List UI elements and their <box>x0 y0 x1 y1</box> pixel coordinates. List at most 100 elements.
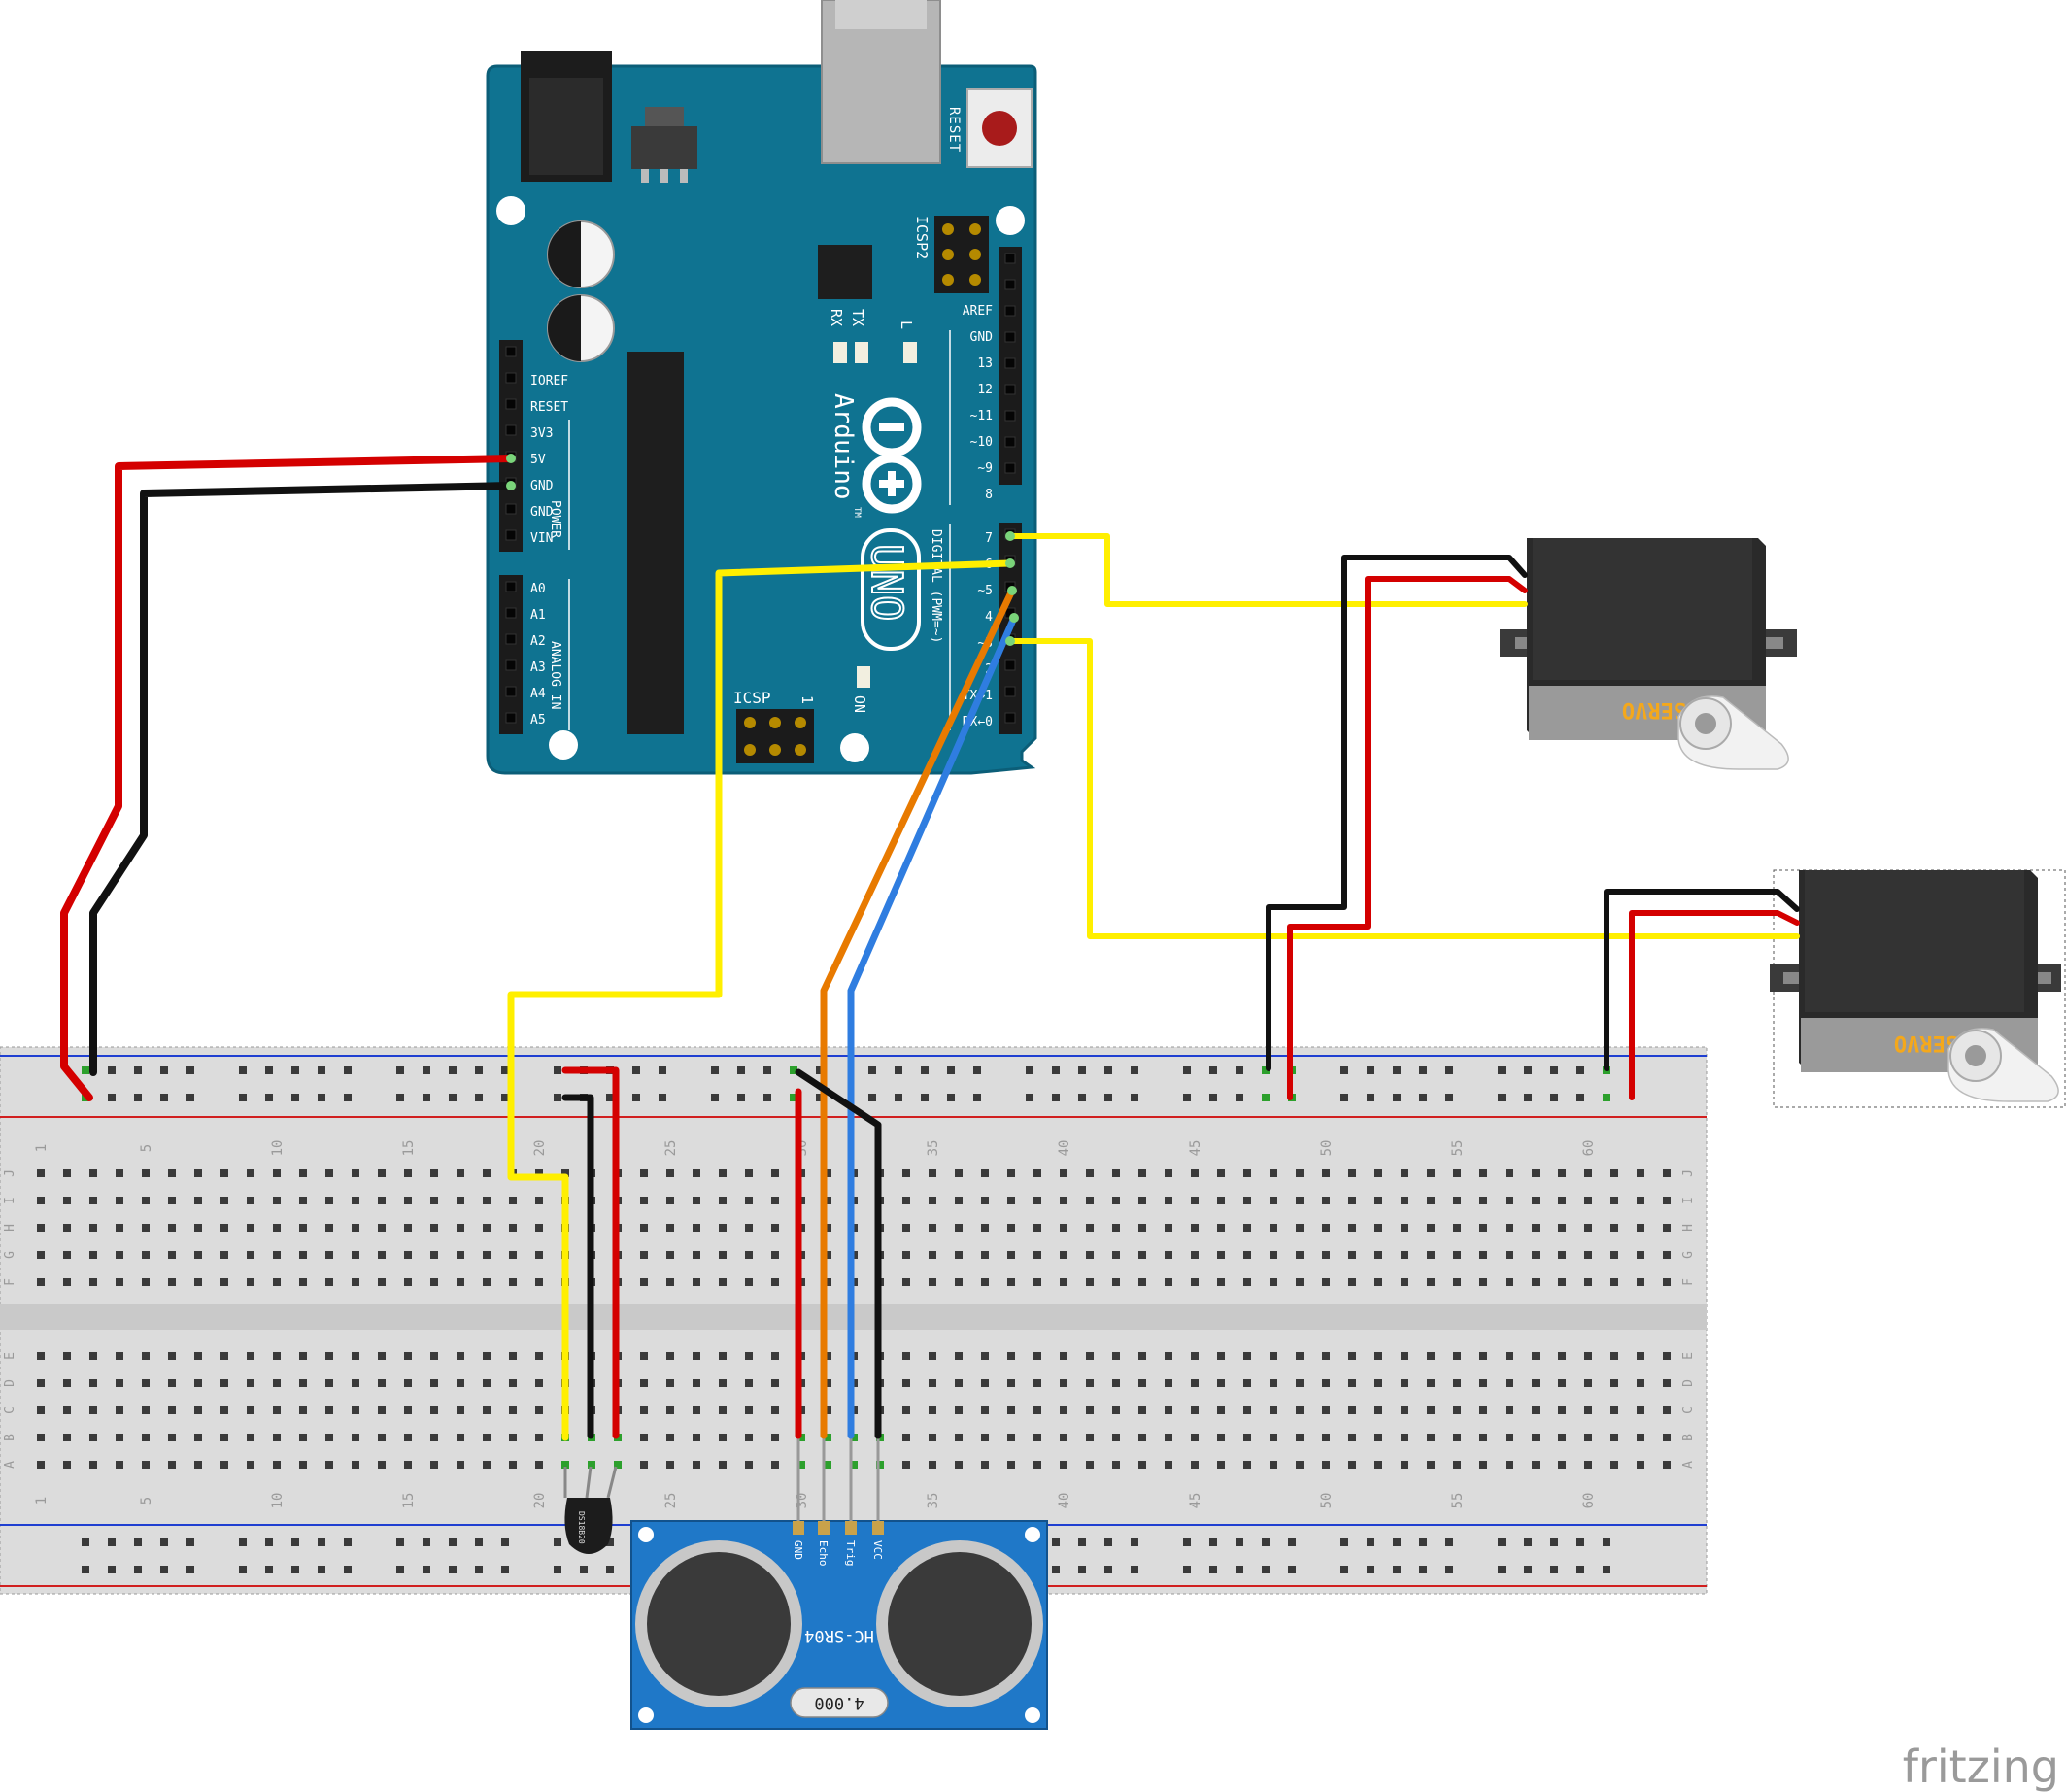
digital-lower-pin[interactable] <box>1004 686 1016 697</box>
digital-upper-pin[interactable] <box>1004 384 1016 395</box>
row-letter: J <box>3 1169 17 1177</box>
breadboard-hole <box>824 1461 831 1469</box>
breadboard-hole <box>37 1434 45 1441</box>
rail-hole <box>1052 1566 1060 1573</box>
digital-upper-pin[interactable] <box>1004 462 1016 474</box>
analog-pin[interactable] <box>505 581 517 592</box>
breadboard-hole <box>1086 1278 1094 1286</box>
breadboard-hole <box>1243 1278 1251 1286</box>
rail-hole <box>1131 1538 1138 1546</box>
column-number: 55 <box>1450 1493 1466 1509</box>
breadboard-hole <box>247 1379 254 1387</box>
digital-upper-pin[interactable] <box>1004 331 1016 343</box>
reset-button[interactable] <box>982 111 1017 146</box>
breadboard-hole <box>1112 1169 1120 1177</box>
breadboard-hole <box>194 1169 202 1177</box>
rail-hole <box>1524 1566 1532 1573</box>
power-pin[interactable] <box>505 372 517 384</box>
breadboard-hole <box>483 1406 491 1414</box>
breadboard-hole <box>1243 1434 1251 1441</box>
analog-pin-label: A1 <box>530 608 546 623</box>
rail-hole <box>554 1538 561 1546</box>
wire-servo1-vcc-red <box>1287 576 1528 1100</box>
breadboard-hole <box>37 1224 45 1232</box>
power-pin-label: RESET <box>530 400 568 415</box>
breadboard-hole <box>430 1352 438 1360</box>
digital-lower-pin[interactable] <box>1004 659 1016 671</box>
wire-servo2-gnd-black <box>1604 889 1800 1071</box>
power-pin[interactable] <box>505 346 517 357</box>
breadboard-hole <box>116 1379 123 1387</box>
breadboard-hole <box>1427 1197 1435 1204</box>
breadboard-hole <box>194 1278 202 1286</box>
breadboard-hole <box>404 1352 412 1360</box>
servo-motor-2: SERVO <box>1770 869 2066 1108</box>
breadboard-hole <box>483 1251 491 1259</box>
servo-label: SERVO <box>1894 1031 1958 1055</box>
row-letter: F <box>3 1278 17 1286</box>
breadboard-hole <box>247 1197 254 1204</box>
rail-hole <box>318 1538 325 1546</box>
column-number: 45 <box>1188 1493 1203 1509</box>
breadboard-hole <box>194 1406 202 1414</box>
breadboard-hole <box>378 1251 386 1259</box>
breadboard-hole <box>1165 1352 1172 1360</box>
digital-upper-pin[interactable] <box>1004 357 1016 369</box>
breadboard-hole <box>902 1461 910 1469</box>
mounting-hole <box>549 730 578 760</box>
breadboard-hole <box>1322 1406 1330 1414</box>
breadboard-hole <box>1427 1461 1435 1469</box>
breadboard-hole <box>247 1278 254 1286</box>
breadboard-hole <box>1138 1197 1146 1204</box>
breadboard-hole <box>457 1352 464 1360</box>
rail-hole <box>1550 1094 1558 1101</box>
digital-lower-pin[interactable] <box>1004 712 1016 724</box>
row-letter: B <box>1681 1434 1696 1441</box>
breadboard-hole <box>955 1379 963 1387</box>
rail-hole <box>1183 1066 1191 1074</box>
power-pin[interactable] <box>505 503 517 515</box>
rail-hole <box>239 1066 247 1074</box>
breadboard-hole <box>1637 1224 1644 1232</box>
power-pin[interactable] <box>505 398 517 410</box>
breadboard-hole <box>1217 1406 1225 1414</box>
rail-hole <box>449 1538 457 1546</box>
breadboard-hole <box>37 1251 45 1259</box>
breadboard-hole <box>719 1379 727 1387</box>
rail-hole <box>186 1566 194 1573</box>
breadboard-hole <box>404 1406 412 1414</box>
breadboard-hole <box>797 1434 805 1441</box>
digital-upper-pin[interactable] <box>1004 279 1016 290</box>
sensor-pin-label: Trig <box>844 1540 857 1567</box>
breadboard-hole <box>1322 1278 1330 1286</box>
breadboard-hole <box>142 1352 150 1360</box>
breadboard-hole <box>1007 1251 1015 1259</box>
rail-hole <box>1576 1094 1584 1101</box>
l-label: L <box>898 321 915 329</box>
digital-upper-pin[interactable] <box>1004 305 1016 317</box>
rail-hole <box>973 1066 981 1074</box>
analog-pin[interactable] <box>505 659 517 671</box>
breadboard-hole <box>220 1461 228 1469</box>
breadboard-hole <box>535 1461 543 1469</box>
analog-pin[interactable] <box>505 633 517 645</box>
breadboard-hole <box>1479 1169 1487 1177</box>
breadboard-hole <box>1138 1278 1146 1286</box>
breadboard-hole <box>902 1169 910 1177</box>
breadboard-hole <box>1060 1434 1067 1441</box>
analog-pin[interactable] <box>505 712 517 724</box>
power-pin[interactable] <box>505 529 517 541</box>
power-pin[interactable] <box>505 424 517 436</box>
breadboard-hole <box>430 1224 438 1232</box>
analog-section-label: ANALOG IN <box>548 641 562 709</box>
breadboard-hole <box>457 1197 464 1204</box>
digital-upper-pin[interactable] <box>1004 410 1016 422</box>
analog-pin[interactable] <box>505 607 517 619</box>
digital-pin-label: 8 <box>985 488 993 502</box>
breadboard-hole <box>824 1197 831 1204</box>
digital-upper-pin[interactable] <box>1004 253 1016 264</box>
digital-upper-pin[interactable] <box>1004 436 1016 448</box>
breadboard-hole <box>63 1197 71 1204</box>
analog-pin[interactable] <box>505 686 517 697</box>
